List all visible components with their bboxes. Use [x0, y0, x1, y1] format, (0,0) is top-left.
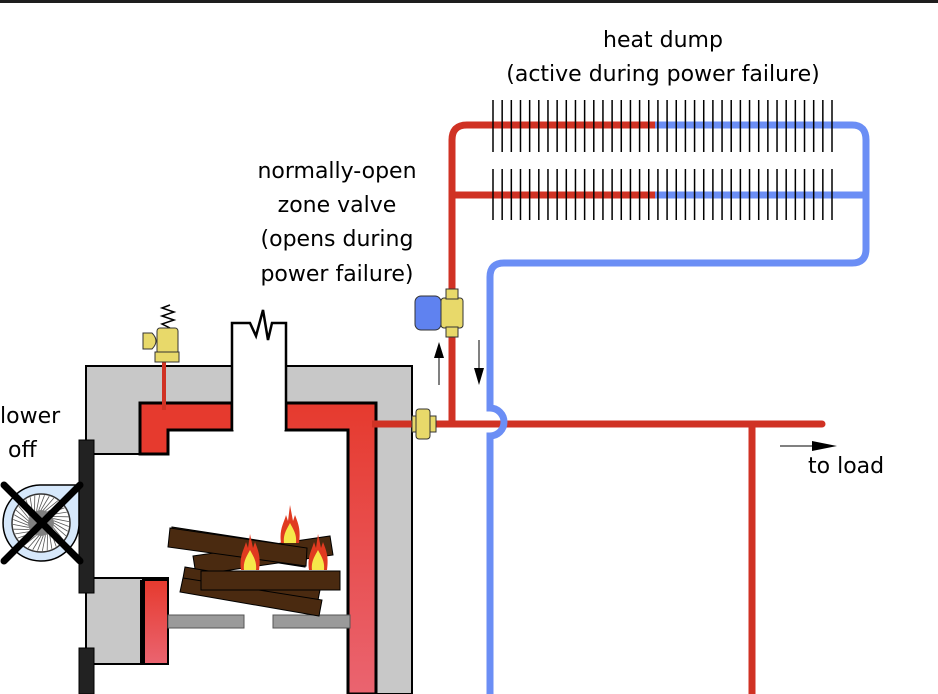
- firewood: [167, 526, 341, 617]
- blower-label: off: [8, 438, 37, 463]
- fan-blade: [13, 519, 29, 526]
- log: [167, 527, 308, 567]
- grate-left: [167, 614, 245, 629]
- flame-icon: [240, 534, 260, 570]
- heat-dump-fins: [492, 100, 833, 220]
- flame-icon: [308, 534, 328, 570]
- flames: [240, 505, 328, 570]
- flame-icon: [280, 505, 300, 543]
- fan-blade: [41, 535, 46, 552]
- jacket-wall: [140, 580, 145, 664]
- zone-valve-actuator[interactable]: [414, 295, 442, 331]
- fan-blade: [45, 500, 59, 512]
- heat-dump-subtitle: (active during power failure): [506, 62, 819, 87]
- flow-arrows: [434, 340, 837, 451]
- arrow-right-icon: [812, 441, 837, 451]
- flue: [230, 309, 288, 430]
- pressure-relief-valve[interactable]: [142, 304, 180, 363]
- door-panel-lower: [78, 647, 95, 694]
- fan-blade: [53, 518, 70, 523]
- water-jacket-top-left: [138, 401, 234, 456]
- fan-blade: [42, 497, 55, 511]
- blower: [0, 481, 84, 565]
- arrow-up-icon: [434, 342, 444, 358]
- zone-valve-port: [445, 326, 459, 338]
- fan-blade: [40, 496, 50, 511]
- zone-valve-port: [445, 288, 459, 300]
- zone-valve-label: normally-open: [257, 159, 416, 184]
- off-cross-icon: [0, 481, 84, 565]
- heat-dump-title: heat dump: [603, 28, 723, 53]
- piping: [162, 121, 870, 694]
- dump-supply-riser: [448, 121, 655, 424]
- fan-blade: [15, 509, 29, 522]
- blower-label: lower: [0, 404, 61, 429]
- fan-blade: [32, 535, 42, 550]
- zone-valve-body: [440, 297, 464, 329]
- arrow-down-icon: [474, 368, 484, 385]
- zone-valve-label: power failure): [260, 262, 413, 287]
- log: [200, 570, 341, 591]
- fan-blade: [14, 514, 29, 524]
- boiler: [78, 309, 413, 694]
- fan-blade: [12, 523, 29, 528]
- fan-blade: [53, 522, 68, 532]
- zone-valve-label: zone valve: [278, 193, 397, 218]
- fan-blade: [18, 505, 30, 519]
- fan-blade: [37, 535, 44, 551]
- water-jacket-lower-left: [142, 579, 169, 665]
- door-panel-upper: [78, 439, 95, 594]
- fan-blade: [36, 494, 41, 511]
- fan-blade: [53, 524, 67, 537]
- union-fitting: [411, 408, 437, 440]
- fan-blade: [27, 535, 40, 549]
- fan-blade: [38, 495, 45, 511]
- to-load-label: to load: [808, 454, 884, 479]
- relief-spring-icon: [159, 304, 177, 329]
- dump-return-upper: [486, 121, 870, 694]
- zone-valve[interactable]: [414, 288, 464, 338]
- zone-valve-label: (opens during: [261, 227, 414, 252]
- window-top-border: [0, 0, 938, 3]
- fan-blade: [53, 520, 69, 527]
- grate-right: [272, 614, 351, 629]
